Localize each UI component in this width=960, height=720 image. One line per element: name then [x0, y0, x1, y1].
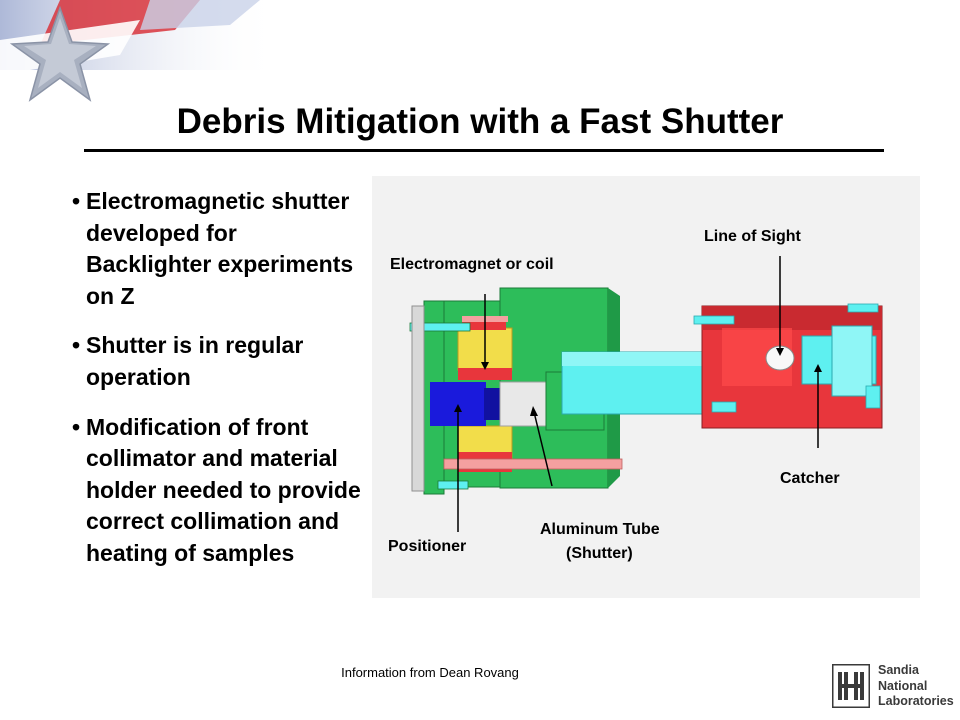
bullet-item: • Shutter is in regular operation	[72, 330, 362, 393]
bullet-symbol: •	[72, 332, 81, 359]
catcher-assembly	[693, 303, 883, 429]
bullet-text: Electromagnetic shutter developed for Ba…	[86, 188, 354, 309]
tube-leader	[533, 411, 553, 487]
bullet-text: Modification of front collimator and mat…	[86, 413, 361, 566]
label-positioner: Positioner	[388, 538, 467, 555]
shutter-diagram	[409, 256, 883, 532]
bullet-symbol: •	[72, 413, 81, 440]
title-rule	[84, 149, 884, 152]
bullet-item: • Modification of front collimator and m…	[72, 412, 362, 570]
label-aluminum-tube: Aluminum Tube	[540, 521, 660, 538]
bullet-list: • Electromagnetic shutter developed for …	[72, 186, 362, 588]
label-electromagnet: Electromagnet or coil	[390, 256, 554, 273]
sandia-thunderbird-icon	[832, 664, 870, 708]
label-catcher: Catcher	[780, 470, 840, 487]
bullet-symbol: •	[72, 188, 81, 214]
sandia-name-line: Sandia	[878, 663, 919, 677]
label-shutter: (Shutter)	[566, 545, 633, 562]
slide-title: Debris Mitigation with a Fast Shutter	[176, 102, 784, 141]
flag-star-logo	[0, 0, 280, 102]
sandia-logo: Sandia National Laboratories	[826, 660, 954, 714]
bullet-item: • Electromagnetic shutter developed for …	[72, 186, 362, 312]
bullet-text: Shutter is in regular operation	[86, 332, 304, 390]
source-footer: Information from Dean Rovang	[341, 665, 519, 680]
label-line-of-sight: Line of Sight	[704, 228, 801, 245]
sandia-name: Sandia National Laboratories	[878, 663, 954, 710]
sandia-name-line: National	[878, 678, 928, 693]
sandia-name-line: Laboratories	[878, 694, 954, 708]
